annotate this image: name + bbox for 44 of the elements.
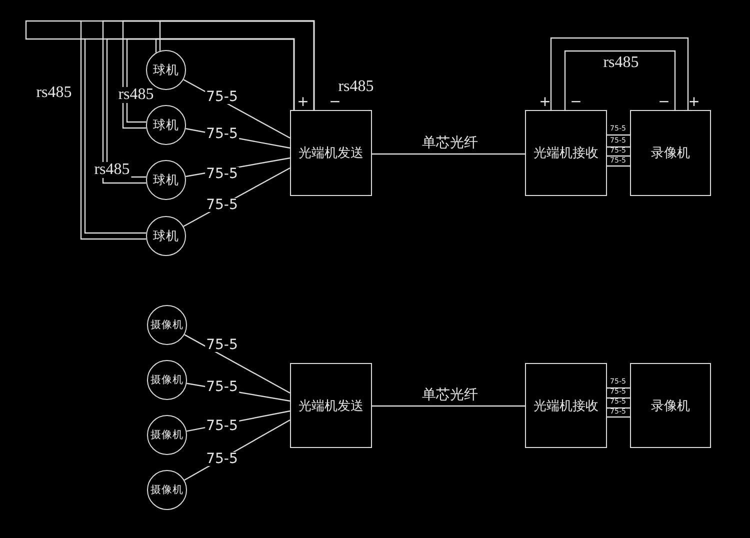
cable-line (607, 407, 630, 409)
device-circle: 摄像机 (147, 360, 187, 400)
cable-line (607, 416, 630, 418)
device-box: 录像机 (630, 363, 711, 448)
edge-label: 单芯光纤 (421, 388, 479, 402)
edge-label: 75-5 (205, 452, 239, 466)
device-circle: 球机 (146, 216, 186, 256)
terminal-sign: + (687, 95, 701, 109)
device-circle: 球机 (146, 160, 186, 200)
terminal-sign: − (657, 95, 671, 109)
terminal-sign: + (296, 95, 310, 109)
edge-label: rs485 (93, 162, 131, 178)
device-circle: 摄像机 (147, 415, 187, 455)
cable-line (372, 405, 525, 407)
device-box: 光端机接收 (525, 363, 607, 448)
device-circle: 摄像机 (147, 470, 187, 510)
device-circle: 球机 (146, 105, 186, 145)
edge-label: 75-5 (205, 127, 239, 141)
cable-line (607, 134, 630, 136)
cable-line (184, 334, 290, 394)
wire-pair (80, 20, 315, 240)
cable-line (607, 155, 630, 157)
terminal-sign: + (538, 95, 552, 109)
edge-label: 75-5 (205, 167, 239, 181)
device-box: 录像机 (630, 110, 711, 196)
device-box: 光端机发送 (290, 363, 372, 448)
edge-label: 75-5 (205, 380, 239, 394)
device-circle: 摄像机 (147, 305, 187, 345)
device-box: 光端机接收 (525, 110, 607, 196)
edge-label: 75-5 (205, 338, 239, 352)
terminal-sign: − (328, 95, 342, 109)
edge-label: rs485 (117, 87, 155, 103)
edge-label: 单芯光纤 (421, 136, 479, 150)
edge-label: 75-5 (205, 90, 239, 104)
cable-line (607, 165, 630, 167)
device-box: 光端机发送 (290, 110, 372, 196)
wire-pair (550, 37, 689, 111)
cable-line (607, 397, 630, 399)
edge-label: 75-5 (205, 198, 239, 212)
edge-label: 75-5 (205, 419, 239, 433)
cable-line (607, 146, 630, 148)
cable-line (372, 153, 525, 155)
cable-line (607, 387, 630, 389)
terminal-sign: − (569, 95, 583, 109)
